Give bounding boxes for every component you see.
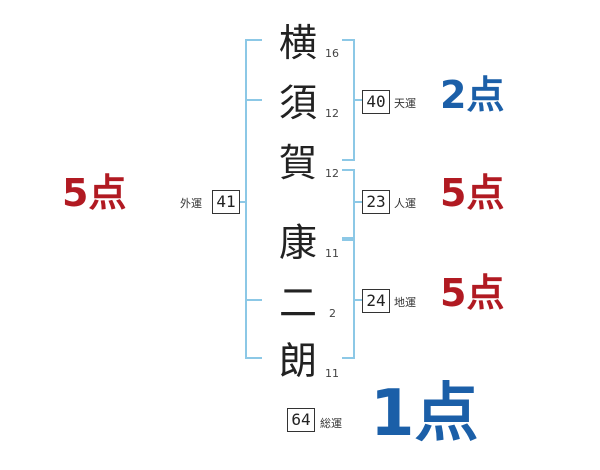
name-char-2: 須 — [278, 81, 317, 125]
tenun-bracket — [342, 39, 362, 161]
name-char-5: 二 — [278, 281, 317, 325]
jinun-value-box: 23 — [362, 190, 390, 214]
gaiun-value-box: 41 — [212, 190, 240, 214]
chiun-value-box: 24 — [362, 289, 390, 313]
name-char-6: 朗 — [278, 339, 317, 383]
souun-value-box: 64 — [287, 408, 315, 432]
stroke-count-1: 16 — [325, 47, 339, 60]
tenun-value-box: 40 — [362, 90, 390, 114]
souun-label: 総運 — [320, 417, 342, 430]
jinun-bracket — [342, 169, 362, 241]
name-char-1: 横 — [278, 21, 317, 65]
chiun-label: 地運 — [394, 296, 416, 309]
name-char-3: 賀 — [278, 141, 317, 185]
name-char-4: 康 — [278, 221, 317, 265]
stroke-count-6: 11 — [325, 367, 339, 380]
jinun-score: 5点 — [440, 171, 505, 215]
tenun-label: 天運 — [394, 97, 416, 110]
stroke-count-5: 2 — [329, 307, 336, 320]
stroke-count-3: 12 — [325, 167, 339, 180]
chiun-bracket — [342, 237, 362, 359]
stroke-count-4: 11 — [325, 247, 339, 260]
gaiun-score: 5点 — [62, 171, 127, 215]
tenun-score: 2点 — [440, 73, 505, 117]
chiun-score: 5点 — [440, 271, 505, 315]
jinun-label: 人運 — [394, 197, 416, 210]
souun-score: 1点 — [370, 377, 479, 451]
gaiun-bracket — [240, 39, 262, 359]
stroke-count-2: 12 — [325, 107, 339, 120]
gaiun-label: 外運 — [180, 197, 202, 210]
